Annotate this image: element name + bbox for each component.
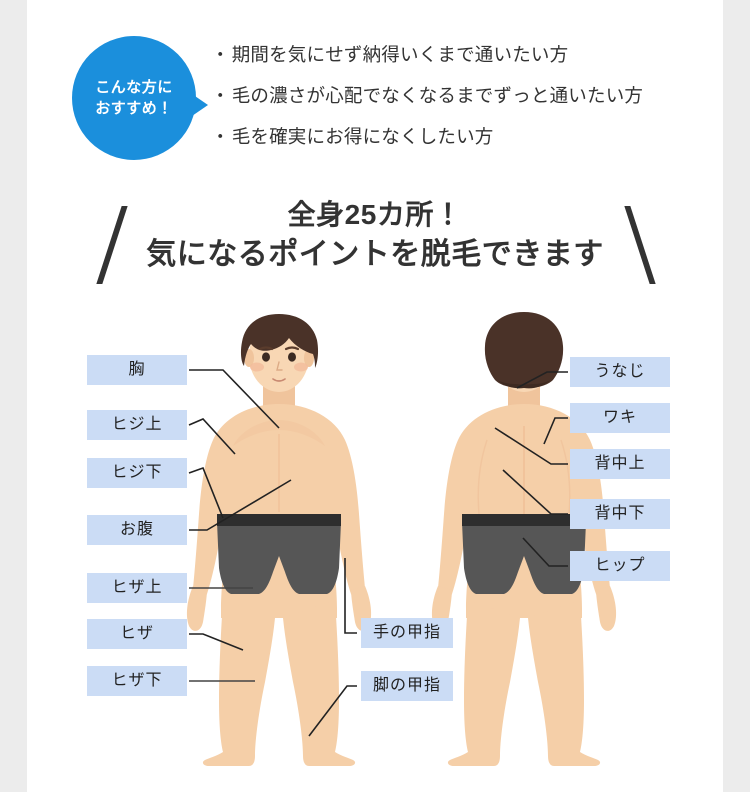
leader-line-knee <box>189 633 244 651</box>
tag-hand-fingers[interactable]: 手の甲指 <box>361 618 453 648</box>
recommend-badge-line2: おすすめ！ <box>95 100 173 117</box>
heading-text-block: 全身25カ所！ 気になるポイントを脱毛できます <box>127 196 623 276</box>
recommend-badge: こんな方に おすすめ！ <box>72 36 208 160</box>
heading-line-1: 全身25カ所！ <box>287 199 463 230</box>
recommend-bullet-item: ・毛の濃さが心配でなくなるまでずっと通いたい方 <box>211 75 711 116</box>
front-waistband <box>217 514 341 526</box>
recommend-bullet-text: 期間を気にせず納得いくまで通いたい方 <box>231 44 569 65</box>
leader-lines-right <box>494 371 568 567</box>
back-shorts <box>462 522 586 594</box>
leader-line-lower-back <box>502 469 568 515</box>
recommend-badge-line1: こんな方に <box>95 79 173 96</box>
leader-lines-left <box>188 369 292 682</box>
front-shorts <box>217 522 341 594</box>
body-figures-illustration <box>186 312 617 766</box>
leader-line-foot-fingers <box>308 685 357 737</box>
recommend-bullet-text: 毛を確実にお得になくしたい方 <box>231 126 494 147</box>
recommend-bullet-list: ・期間を気にせず納得いくまで通いたい方 ・毛の濃さが心配でなくなるまでずっと通い… <box>211 34 711 157</box>
bullet-marker-icon: ・ <box>211 44 230 65</box>
tag-nape[interactable]: うなじ <box>570 357 670 387</box>
page-content: こんな方に おすすめ！ ・期間を気にせず納得いくまで通いたい方 ・毛の濃さが心配… <box>27 0 723 792</box>
tag-lower-back[interactable]: 背中下 <box>570 499 670 529</box>
bullet-marker-icon: ・ <box>211 126 230 147</box>
tag-upper-arm[interactable]: ヒジ上 <box>87 410 187 440</box>
back-body-figure <box>431 312 617 766</box>
leader-line-chest <box>189 369 280 429</box>
back-hair <box>484 312 564 388</box>
tag-upper-back[interactable]: 背中上 <box>570 449 670 479</box>
tag-forearm[interactable]: ヒジ下 <box>87 458 187 488</box>
recommend-bullet-item: ・毛を確実にお得になくしたい方 <box>211 116 711 157</box>
recommend-section: こんな方に おすすめ！ ・期間を気にせず納得いくまで通いたい方 ・毛の濃さが心配… <box>27 18 723 173</box>
recommend-bullet-text: 毛の濃さが心配でなくなるまでずっと通いたい方 <box>231 85 644 106</box>
front-hair <box>240 314 319 368</box>
tag-above-knee[interactable]: ヒザ上 <box>87 573 187 603</box>
tag-below-knee[interactable]: ヒザ下 <box>87 666 187 696</box>
leader-line-upper-back <box>494 427 568 465</box>
slash-left-decoration <box>96 206 128 284</box>
heading-line-2: 気になるポイントを脱毛できます <box>146 238 604 271</box>
tag-armpit[interactable]: ワキ <box>570 403 670 433</box>
tag-foot-fingers[interactable]: 脚の甲指 <box>361 671 453 701</box>
leader-line-stomach <box>189 479 292 531</box>
leader-lines-center <box>308 558 357 737</box>
recommend-bullet-item: ・期間を気にせず納得いくまで通いたい方 <box>211 34 711 75</box>
leader-line-forearm <box>188 466 224 519</box>
leader-line-hand-fingers <box>344 558 357 634</box>
leader-line-nape <box>516 371 568 389</box>
tag-chest[interactable]: 胸 <box>87 355 187 385</box>
tag-stomach[interactable]: お腹 <box>87 515 187 545</box>
back-waistband <box>462 514 586 526</box>
leader-line-armpit <box>543 417 568 445</box>
leader-line-hip <box>522 537 568 567</box>
bullet-marker-icon: ・ <box>211 85 230 106</box>
section-heading: 全身25カ所！ 気になるポイントを脱毛できます <box>27 196 723 296</box>
body-parts-diagram: 胸 ヒジ上 ヒジ下 お腹 ヒザ上 ヒザ ヒザ下 うなじ ワキ 背中上 背中下 ヒ… <box>27 300 723 770</box>
slash-right-decoration <box>624 206 656 284</box>
leader-line-upper-arm <box>188 418 236 455</box>
front-body-figure <box>186 314 372 766</box>
tag-knee[interactable]: ヒザ <box>87 619 187 649</box>
tag-hip[interactable]: ヒップ <box>570 551 670 581</box>
